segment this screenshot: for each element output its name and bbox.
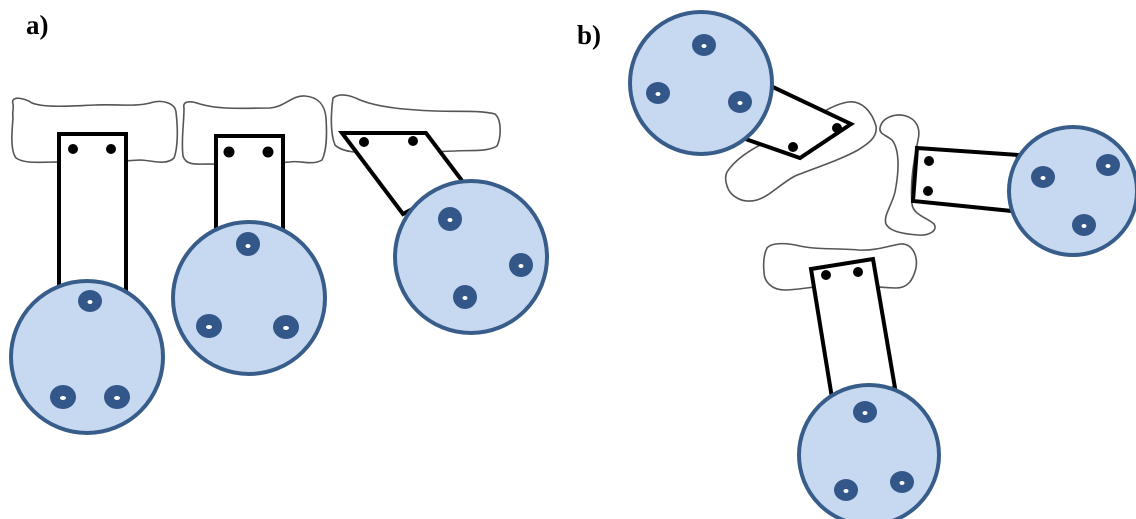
panel-b: b) (577, 10, 1136, 519)
screw-hole (106, 144, 116, 154)
pin-marker (438, 207, 462, 231)
screw-hole (923, 186, 933, 196)
pin-marker (453, 285, 477, 309)
fixation-plate (57, 132, 128, 300)
pin-marker (853, 401, 877, 423)
screw-hole (359, 137, 369, 147)
pin-marker (834, 479, 858, 501)
pin-marker (1096, 154, 1120, 176)
screw-hole (68, 144, 78, 154)
assembly-b2 (879, 114, 1136, 257)
pin-marker (104, 385, 130, 409)
screw-hole (924, 156, 934, 166)
pin-marker (50, 385, 76, 409)
screw-hole (821, 270, 831, 280)
bone-outline (879, 114, 936, 236)
circular-disc (1007, 125, 1136, 257)
screw-hole (853, 267, 863, 277)
assembly-a2 (171, 95, 328, 376)
assembly-a1 (9, 97, 179, 435)
assembly-b1 (628, 10, 877, 202)
pin-marker (1031, 166, 1055, 188)
screw-hole (408, 136, 418, 146)
pin-marker (890, 471, 914, 493)
panel-a: a) (9, 10, 549, 435)
pin-marker (728, 91, 752, 113)
screw-hole (223, 146, 235, 158)
circular-disc (628, 10, 774, 156)
pin-marker (646, 82, 670, 104)
pin-marker (196, 314, 222, 338)
pin-marker (1072, 214, 1096, 236)
pin-marker (273, 315, 299, 339)
screw-hole (262, 146, 274, 158)
panel-b-label: b) (577, 20, 601, 50)
screw-hole (832, 123, 842, 133)
bone-outline (11, 97, 179, 164)
assembly-b3 (762, 242, 941, 519)
pin-marker (236, 232, 260, 256)
pin-marker (509, 253, 533, 277)
screw-hole (788, 142, 798, 152)
pin-marker (692, 34, 716, 56)
panel-a-label: a) (26, 10, 49, 40)
pin-marker (78, 290, 102, 312)
circular-disc (393, 179, 549, 335)
assembly-a3 (330, 94, 549, 335)
